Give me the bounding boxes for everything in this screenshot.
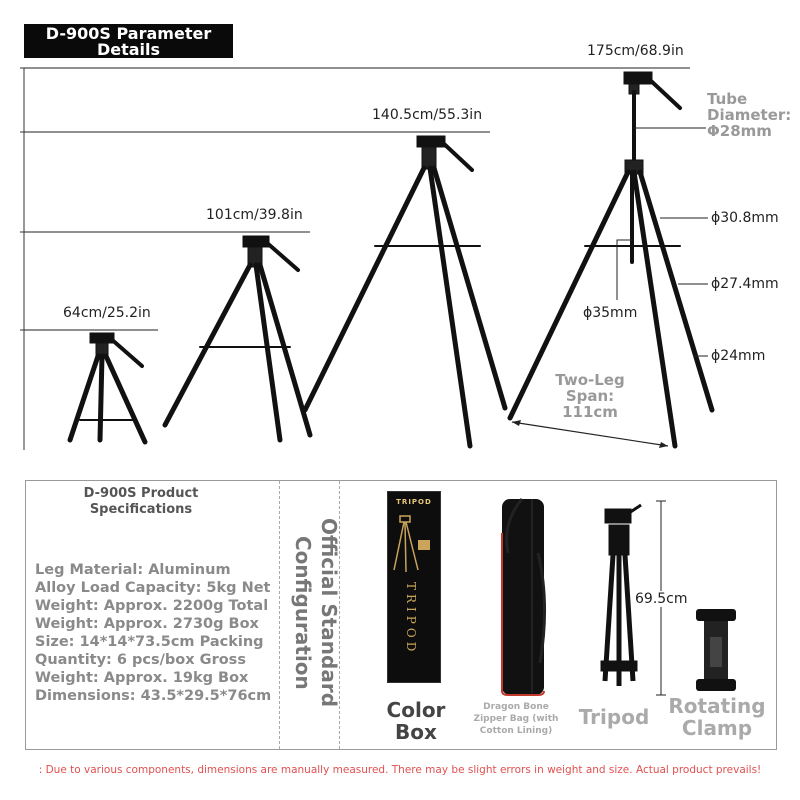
leg-diameter-2: ϕ27.4mm	[711, 276, 779, 292]
leg-diameter-1: ϕ30.8mm	[711, 210, 779, 226]
height-label-64: 64cm/25.2in	[63, 305, 151, 321]
zipper-bag-image	[501, 498, 547, 696]
two-leg-span-label: Two-Leg Span: 111cm	[555, 371, 625, 421]
height-label-140: 140.5cm/55.3in	[372, 107, 483, 123]
box-brand-text: TRIPOD	[396, 498, 432, 506]
tripod-label: Tripod	[578, 705, 650, 729]
spec-line: Size: 14*14*73.5cm Packing	[35, 634, 264, 650]
height-diagram: 64cm/25.2in 101cm/39.8in 140.5cm/55.3in …	[20, 43, 792, 450]
tripod-175cm	[507, 71, 715, 449]
diagram-svg	[20, 67, 715, 450]
leader-center	[616, 239, 632, 300]
leg-diameter-3: ϕ24mm	[711, 348, 766, 364]
tripod-140cm	[302, 135, 508, 449]
spec-line: Leg Material: Aluminum	[35, 562, 231, 578]
spec-list: Leg Material: Aluminum Alloy Load Capaci…	[35, 561, 271, 705]
color-box-image: TRIPOD TRIPOD	[387, 491, 441, 683]
zipper-bag-label: Dragon Bone Zipper Bag (with Cotton Lini…	[473, 702, 559, 736]
tripod-64cm	[67, 332, 148, 445]
rotating-clamp-label: Rotating Clamp	[668, 694, 766, 740]
spec-line: Alloy Load Capacity: 5kg Net	[35, 580, 271, 596]
spec-line: Weight: Approx. 2730g Box	[35, 616, 259, 632]
rotating-clamp-image	[696, 609, 736, 691]
divider-right	[339, 481, 340, 749]
divider-left	[279, 481, 280, 749]
spec-panel: D-900S Product Specifications Leg Materi…	[25, 480, 777, 750]
center-column-diameter: ϕ35mm	[583, 305, 638, 321]
height-label-101: 101cm/39.8in	[206, 207, 303, 223]
span-arrow	[511, 421, 669, 447]
color-box-label: Color Box	[386, 698, 446, 744]
configuration-title: Official Standard Configuration	[291, 518, 341, 708]
folded-tripod-height: 69.5cm	[634, 591, 689, 607]
spec-line: Weight: Approx. 19kg Box	[35, 670, 249, 686]
spec-line: Weight: Approx. 2200g Total	[35, 598, 269, 614]
folded-tripod-image	[600, 503, 642, 686]
box-side-text: TRIPOD	[404, 582, 418, 656]
spec-title: D-900S Product Specifications	[83, 486, 199, 517]
spec-line: Quantity: 6 pcs/box Gross	[35, 652, 246, 668]
disclaimer-note: : Due to various components, dimensions …	[38, 764, 762, 776]
spec-line: Dimensions: 43.5*29.5*76cm	[35, 688, 272, 704]
page-title: D-900S Parameter Details	[24, 24, 233, 58]
tube-diameter-label: Tube Diameter: Φ28mm	[707, 90, 792, 140]
height-label-175: 175cm/68.9in	[587, 43, 684, 59]
box-tripod-art	[393, 515, 430, 573]
tripod-101cm	[162, 235, 313, 443]
